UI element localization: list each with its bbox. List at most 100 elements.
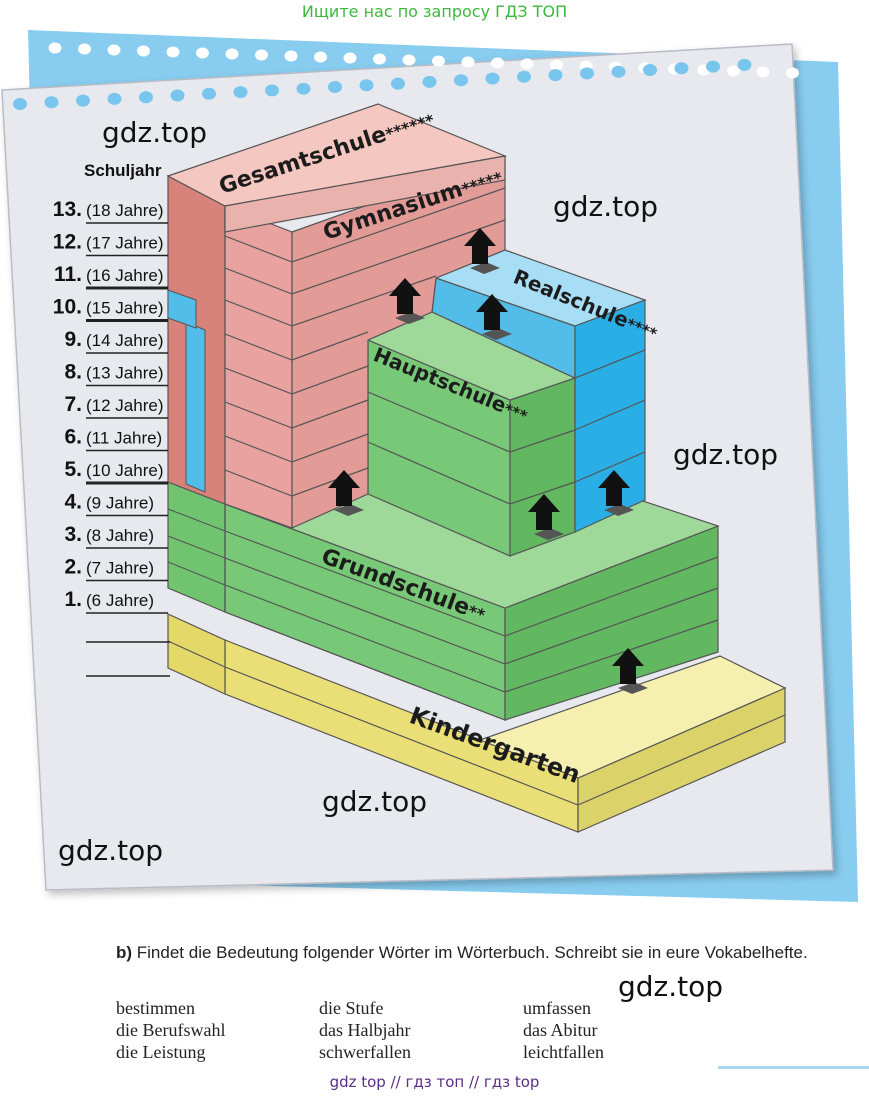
year-age: (14 Jahre) (86, 331, 163, 350)
vocab-word: schwerfallen (319, 1042, 411, 1062)
up-arrow-icon (328, 470, 364, 516)
vocab-word: das Abitur (523, 1020, 598, 1040)
year-row: 6.(11 Jahre) (64, 426, 168, 452)
vocab-word: umfassen (523, 998, 591, 1018)
vocab-column-3: umfassen das Abitur leichtfallen (523, 997, 604, 1063)
spiral-hole (296, 82, 311, 95)
task-instruction: b) Findet die Bedeutung folgender Wörter… (116, 942, 860, 963)
spiral-hole (461, 56, 475, 68)
year-row: 12.(17 Jahre) (53, 231, 168, 257)
vocab-word: die Berufswahl (116, 1020, 226, 1040)
year-number: 1. (64, 588, 82, 611)
year-number: 7. (64, 393, 82, 416)
watermark: gdz.top (553, 190, 659, 223)
spiral-hole (328, 81, 342, 93)
spiral-hole (48, 42, 62, 54)
watermark: gdz.top (673, 438, 779, 471)
year-number: 10. (53, 296, 82, 319)
spiral-hole (737, 58, 752, 71)
spiral-hole (454, 74, 468, 87)
vocab-word: das Halbjahr (319, 1020, 411, 1040)
spiral-hole (225, 48, 239, 60)
year-number: 11. (54, 263, 82, 286)
year-number: 12. (53, 231, 82, 254)
task-label: b) (116, 943, 133, 962)
up-arrow-icon (612, 648, 648, 694)
spiral-hole (580, 67, 594, 80)
vocab-column-2: die Stufe das Halbjahr schwerfallen (319, 997, 411, 1063)
year-number: 4. (64, 491, 82, 514)
vocab-word: leichtfallen (523, 1042, 604, 1062)
footer-divider (718, 1066, 869, 1069)
spiral-hole (196, 47, 209, 59)
up-arrow-icon (389, 278, 425, 324)
spiral-hole (137, 45, 150, 57)
spiral-hole (166, 46, 180, 58)
year-age: (16 Jahre) (86, 266, 163, 285)
spiral-hole (265, 84, 279, 97)
year-age: (11 Jahre) (86, 429, 162, 448)
gymnasium-block: Gesamtschule****** Gymnasium***** (166, 103, 508, 529)
vocab-column-1: bestimmen die Berufswahl die Leistung (116, 997, 225, 1063)
year-age: (6 Jahre) (86, 591, 154, 610)
spiral-hole (402, 54, 416, 66)
spiral-hole (485, 72, 500, 85)
year-row: 7.(12 Jahre) (64, 393, 168, 419)
year-row: 1.(6 Jahre) (64, 588, 168, 614)
year-row: 2.(7 Jahre) (64, 556, 168, 582)
watermark: gdz.top (58, 834, 164, 867)
year-number: 9. (64, 328, 82, 351)
up-arrow-icon (476, 294, 512, 340)
vocab-word: bestimmen (116, 998, 195, 1018)
year-row: 5.(10 Jahre) (64, 458, 168, 485)
spiral-hole (343, 52, 357, 64)
year-number: 13. (53, 198, 82, 221)
spiral-hole (756, 66, 770, 78)
footer-links: gdz top // гдз топ // гдз top (329, 1073, 540, 1091)
year-age: (12 Jahre) (86, 396, 163, 415)
up-arrow-icon (528, 494, 564, 540)
spiral-hole (255, 49, 268, 61)
spiral-hole (284, 50, 298, 62)
spiral-hole (727, 65, 740, 77)
axis-title: Schuljahr (84, 161, 162, 180)
year-row: 13.(18 Jahre) (53, 198, 168, 224)
spiral-hole (491, 57, 504, 69)
spiral-hole (359, 79, 374, 92)
year-number: 3. (64, 523, 82, 546)
watermark: gdz.top (102, 116, 208, 149)
year-number: 6. (64, 426, 82, 449)
spiral-hole (611, 65, 626, 78)
year-age: (8 Jahre) (86, 526, 154, 545)
spiral-hole (674, 62, 689, 75)
spiral-hole (139, 91, 153, 104)
vocab-word: die Stufe (319, 998, 384, 1018)
vocab-word: die Leistung (116, 1042, 206, 1062)
year-row: 11.(16 Jahre) (54, 263, 168, 290)
spiral-hole (517, 70, 531, 83)
spiral-hole (314, 51, 327, 63)
spiral-hole (76, 94, 90, 107)
year-number: 5. (64, 458, 82, 481)
year-age: (7 Jahre) (86, 559, 154, 578)
spiral-hole (170, 89, 185, 102)
spiral-hole (13, 98, 27, 110)
year-number: 8. (64, 361, 82, 384)
spiral-hole (520, 58, 534, 70)
spiral-hole (107, 92, 122, 105)
year-age: (18 Jahre) (86, 201, 163, 220)
year-row: 9.(14 Jahre) (64, 328, 168, 354)
school-system-diagram: Kindergarten Grundschule** Hauptschule**… (1, 30, 858, 902)
spiral-hole (422, 75, 437, 88)
top-banner: Ищите нас по запросу ГДЗ ТОП (301, 2, 568, 21)
up-arrow-icon (598, 470, 634, 516)
task-text: Findet die Bedeutung folgender Wörter im… (132, 943, 808, 962)
spiral-hole (432, 55, 445, 67)
spiral-hole (373, 53, 386, 65)
spiral-hole (643, 64, 657, 76)
spiral-hole (706, 60, 720, 73)
year-row: 4.(9 Jahre) (64, 491, 168, 517)
year-number: 2. (64, 556, 82, 579)
spiral-hole (786, 67, 799, 79)
year-age: (15 Jahre) (86, 299, 163, 318)
